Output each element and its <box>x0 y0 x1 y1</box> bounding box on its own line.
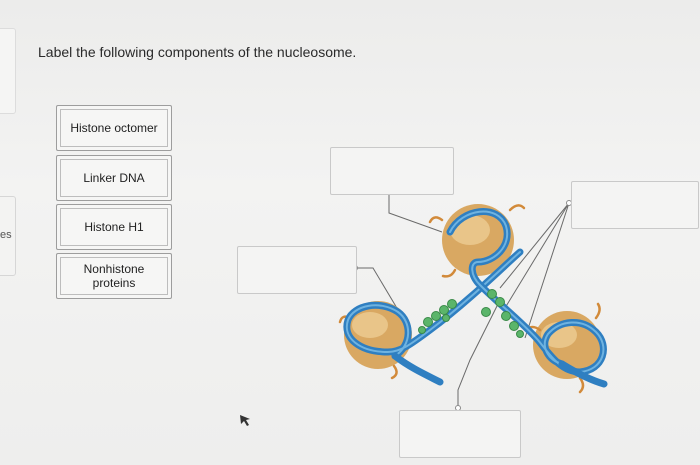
drop-target-right[interactable] <box>571 181 699 229</box>
label-option-text: Histone H1 <box>84 220 144 234</box>
left-panel <box>0 28 16 114</box>
label-option-histone-h1[interactable]: Histone H1 <box>56 204 172 250</box>
leader-line-bottom <box>457 299 501 408</box>
sidebar-tab[interactable] <box>0 196 16 276</box>
dna-strand <box>343 208 608 388</box>
leader-line-right-3 <box>524 202 570 339</box>
label-option-text: Linker DNA <box>83 171 145 185</box>
question-text: Label the following components of the nu… <box>38 44 357 60</box>
label-option-histone-octomer[interactable]: Histone octomer <box>56 105 172 151</box>
leader-line-right-1 <box>499 202 570 289</box>
label-option-nonhistone-proteins[interactable]: Nonhistone proteins <box>56 253 172 299</box>
leader-line-right-2 <box>504 202 570 309</box>
drop-target-top[interactable] <box>330 147 454 195</box>
drop-target-left[interactable] <box>237 246 357 294</box>
label-option-text: Histone octomer <box>70 121 158 135</box>
sidebar-tab-label: es <box>0 229 12 241</box>
label-option-text: Nonhistone proteins <box>83 262 145 290</box>
nonhistone-proteins <box>418 289 524 338</box>
mouse-cursor-icon <box>240 415 250 426</box>
label-option-linker-dna[interactable]: Linker DNA <box>56 155 172 201</box>
leader-line-top <box>388 192 443 233</box>
drop-target-bottom[interactable] <box>399 410 521 458</box>
